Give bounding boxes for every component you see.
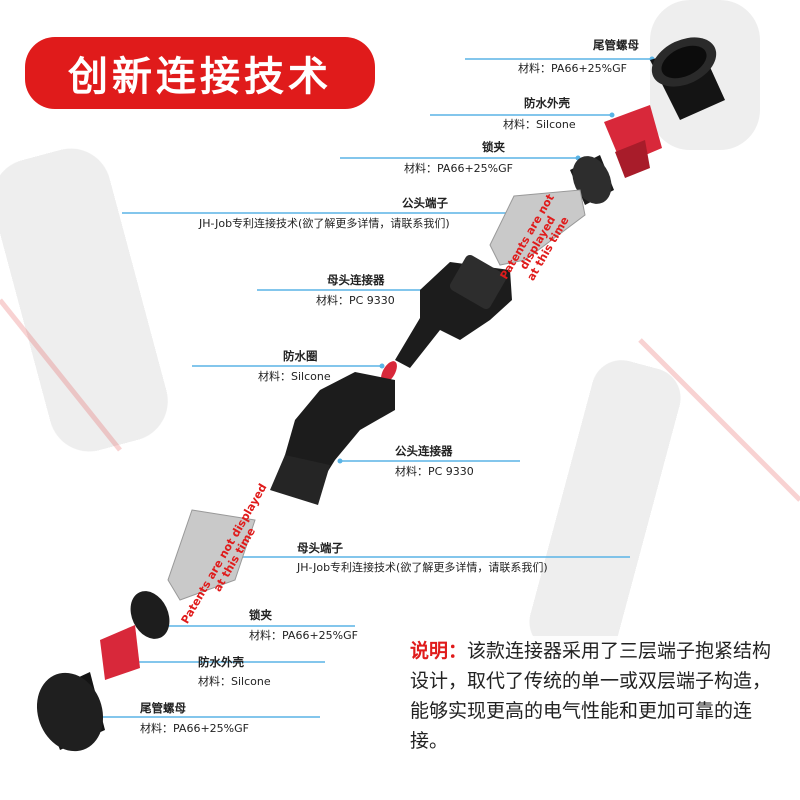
male-terminal (489, 189, 586, 266)
label-waterproof-housing-top: 防水外壳 (524, 96, 570, 110)
material-tail-nut-bottom: 材料：PA66+25%GF (140, 722, 249, 735)
waterproof-housing-top (604, 105, 662, 178)
lock-clip-bottom (130, 591, 170, 639)
material-male-connector: 材料：PC 9330 (395, 465, 474, 478)
page-title: 创新连接技术 (25, 37, 375, 109)
waterproof-housing-bottom (100, 625, 140, 680)
female-terminal (167, 509, 256, 601)
male-connector (270, 372, 395, 505)
leader-lines (93, 58, 652, 718)
material-male-terminal: JH-Job专利连接技术(欲了解更多详情，请联系我们) (199, 217, 450, 230)
note-heading: 说明： (410, 640, 468, 662)
label-lock-clip-bottom: 锁夹 (249, 608, 272, 622)
label-waterproof-housing-bottom: 防水外壳 (198, 655, 244, 669)
label-male-terminal: 公头端子 (402, 196, 448, 210)
description-note: 说明：该款连接器采用了三层端子抱紧结构设计，取代了传统的单一或双层端子构造，能够… (410, 636, 780, 756)
label-tail-nut-top: 尾管螺母 (593, 38, 639, 52)
lock-clip-top (570, 155, 614, 205)
tail-nut-top (650, 37, 725, 120)
background-cables (0, 298, 800, 502)
material-tail-nut-top: 材料：PA66+25%GF (518, 62, 627, 75)
material-female-connector: 材料：PC 9330 (316, 294, 395, 307)
label-tail-nut-bottom: 尾管螺母 (140, 701, 186, 715)
label-lock-clip-top: 锁夹 (482, 140, 505, 154)
label-female-terminal: 母头端子 (297, 541, 343, 555)
label-male-connector: 公头连接器 (395, 444, 453, 458)
label-waterproof-ring: 防水圈 (283, 349, 318, 363)
material-waterproof-ring: 材料：Silcone (258, 370, 331, 383)
material-female-terminal: JH-Job专利连接技术(欲了解更多详情，请联系我们) (297, 561, 548, 574)
material-lock-clip-bottom: 材料：PA66+25%GF (249, 629, 358, 642)
tail-nut-bottom (36, 672, 105, 752)
material-waterproof-housing-top: 材料：Silcone (503, 118, 576, 131)
waterproof-ring (381, 361, 397, 383)
material-waterproof-housing-bottom: 材料：Silcone (198, 675, 271, 688)
note-body: 该款连接器采用了三层端子抱紧结构设计，取代了传统的单一或双层端子构造，能够实现更… (410, 640, 772, 752)
female-connector (395, 255, 512, 368)
label-female-connector: 母头连接器 (327, 273, 385, 287)
material-lock-clip-top: 材料：PA66+25%GF (404, 162, 513, 175)
